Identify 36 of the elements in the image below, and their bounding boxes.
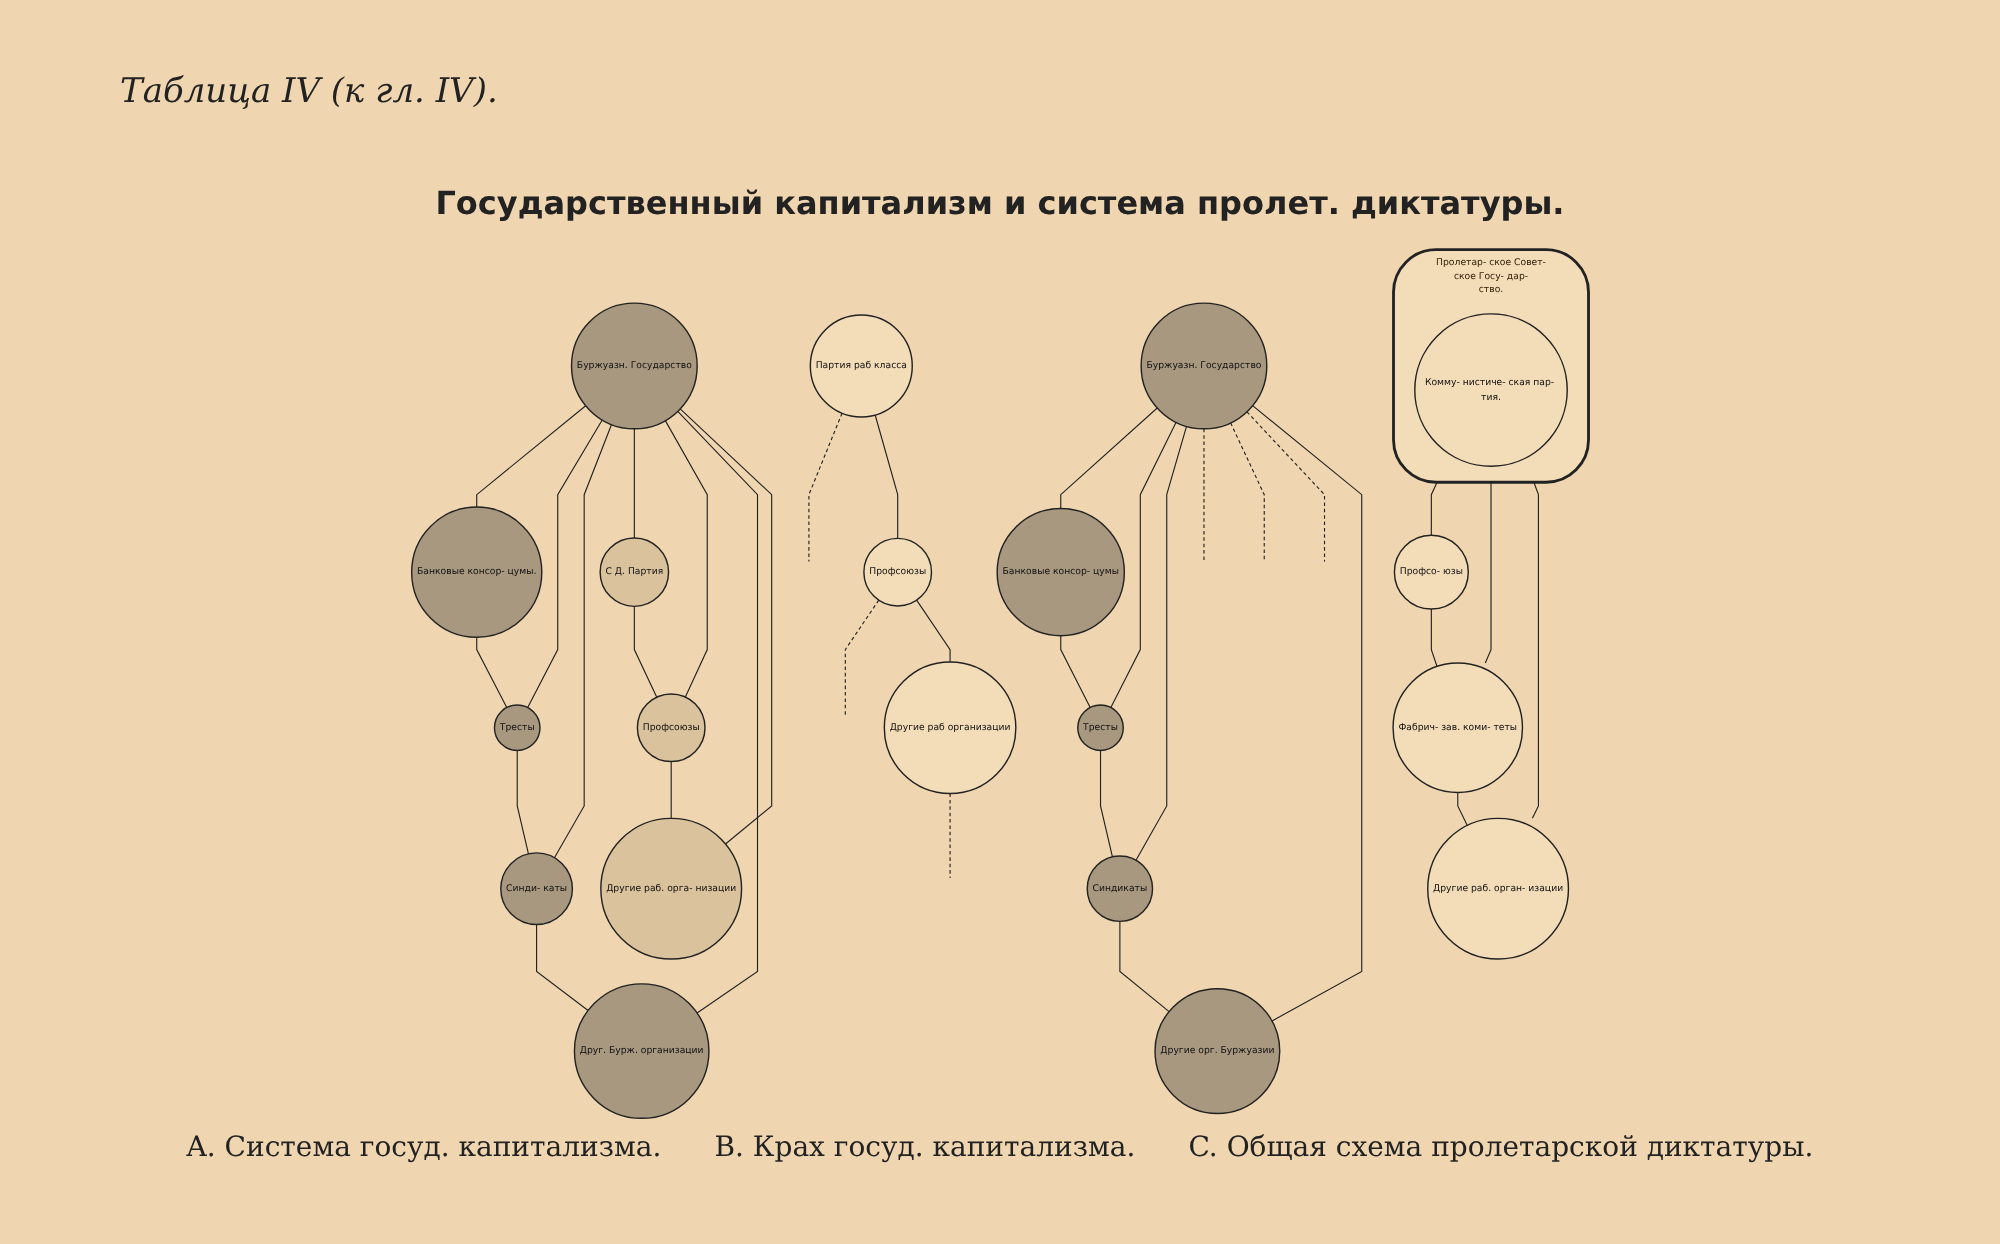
panel-caption: A. Система госуд. капитализма. (186, 1132, 662, 1164)
connector (1484, 481, 1492, 664)
panel-caption: C. Общая схема пролетарской диктатуры. (1188, 1132, 1814, 1164)
connector (535, 923, 589, 1012)
connector (1457, 791, 1468, 826)
connector (664, 420, 708, 698)
connector (476, 405, 587, 508)
connector (1430, 608, 1438, 668)
connector (915, 599, 951, 663)
connector (1252, 405, 1363, 1022)
connector (516, 749, 529, 855)
connector (874, 414, 899, 539)
connector (1203, 428, 1205, 563)
diagram-title: Государственный капитализм и система пролет. диктатуры. (433, 184, 1567, 222)
connector (527, 419, 603, 709)
connector (1119, 920, 1170, 1013)
connector (677, 410, 758, 1014)
connector (633, 428, 635, 539)
connector (1531, 481, 1539, 819)
connector (1060, 635, 1091, 709)
connector (679, 408, 773, 845)
table-number: Таблица IV (к гл. IV). (120, 72, 498, 112)
connector (844, 599, 880, 718)
connector (1229, 422, 1265, 563)
connector (633, 605, 658, 698)
connector (808, 412, 843, 563)
connector (1110, 421, 1177, 709)
connector (476, 636, 508, 709)
connector (949, 792, 951, 879)
connector (1099, 749, 1113, 858)
connector (670, 761, 672, 819)
connector (1430, 481, 1438, 536)
connector (553, 423, 612, 859)
panel-caption: B. Крах госуд. капитализма. (714, 1132, 1136, 1164)
connector (1060, 407, 1158, 510)
connector (1135, 425, 1187, 861)
